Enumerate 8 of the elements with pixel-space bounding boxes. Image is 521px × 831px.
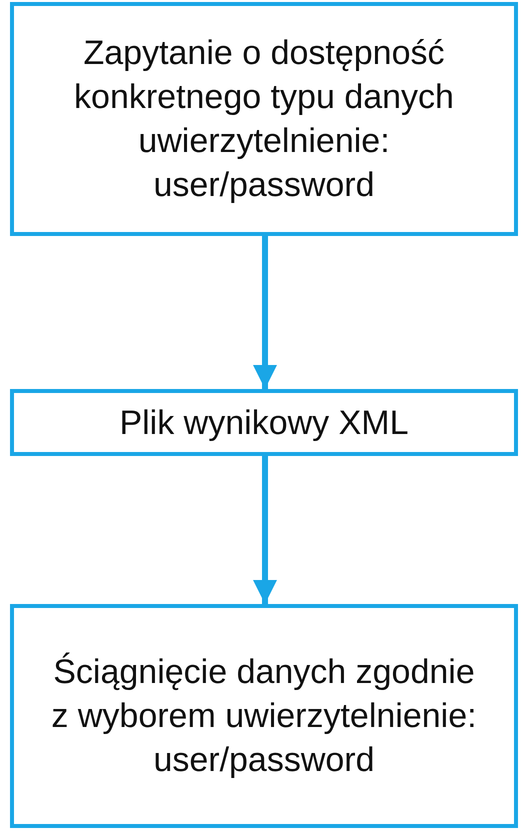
box-text: Zapytanie o dostępność konkretnego typu danych uwierzytelnienie: user/password	[73, 33, 455, 206]
process-box	[10, 2, 518, 236]
box-text: Ściągnięcie danych zgodnie z wyborem uwierzytelnienie: user/password	[50, 652, 478, 781]
process-box	[10, 604, 518, 828]
arrow	[253, 236, 277, 389]
arrow	[253, 456, 277, 604]
process-box	[10, 389, 518, 456]
box-text: Plik wynikowy XML	[119, 402, 409, 444]
